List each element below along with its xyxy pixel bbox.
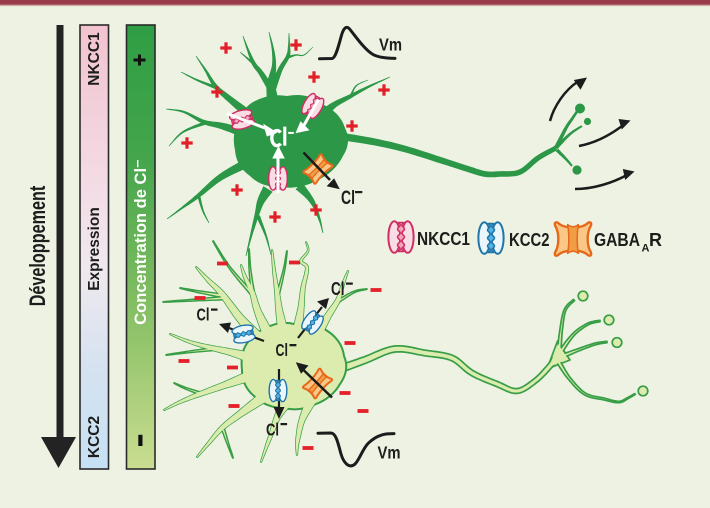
svg-text:KCC2: KCC2 [509, 230, 550, 250]
svg-text:Concentration de Cl⁻: Concentration de Cl⁻ [132, 159, 150, 325]
svg-text:NKCC1: NKCC1 [86, 32, 103, 86]
svg-text:NKCC1: NKCC1 [417, 229, 470, 249]
svg-text:KCC2: KCC2 [86, 416, 103, 458]
svg-text:Développement: Développement [25, 185, 50, 306]
svg-text:Cl: Cl [331, 279, 345, 299]
svg-text:Expression: Expression [86, 207, 103, 291]
svg-text:Vm: Vm [379, 35, 402, 55]
svg-text:Cl: Cl [197, 305, 210, 325]
svg-text:A: A [642, 243, 650, 255]
svg-text:Cl: Cl [276, 340, 289, 360]
svg-text:GABA: GABA [594, 230, 640, 250]
svg-text:Cl: Cl [341, 187, 355, 209]
svg-text:Cl: Cl [266, 420, 279, 440]
svg-text:R: R [649, 230, 662, 250]
svg-text:Vm: Vm [378, 443, 401, 463]
